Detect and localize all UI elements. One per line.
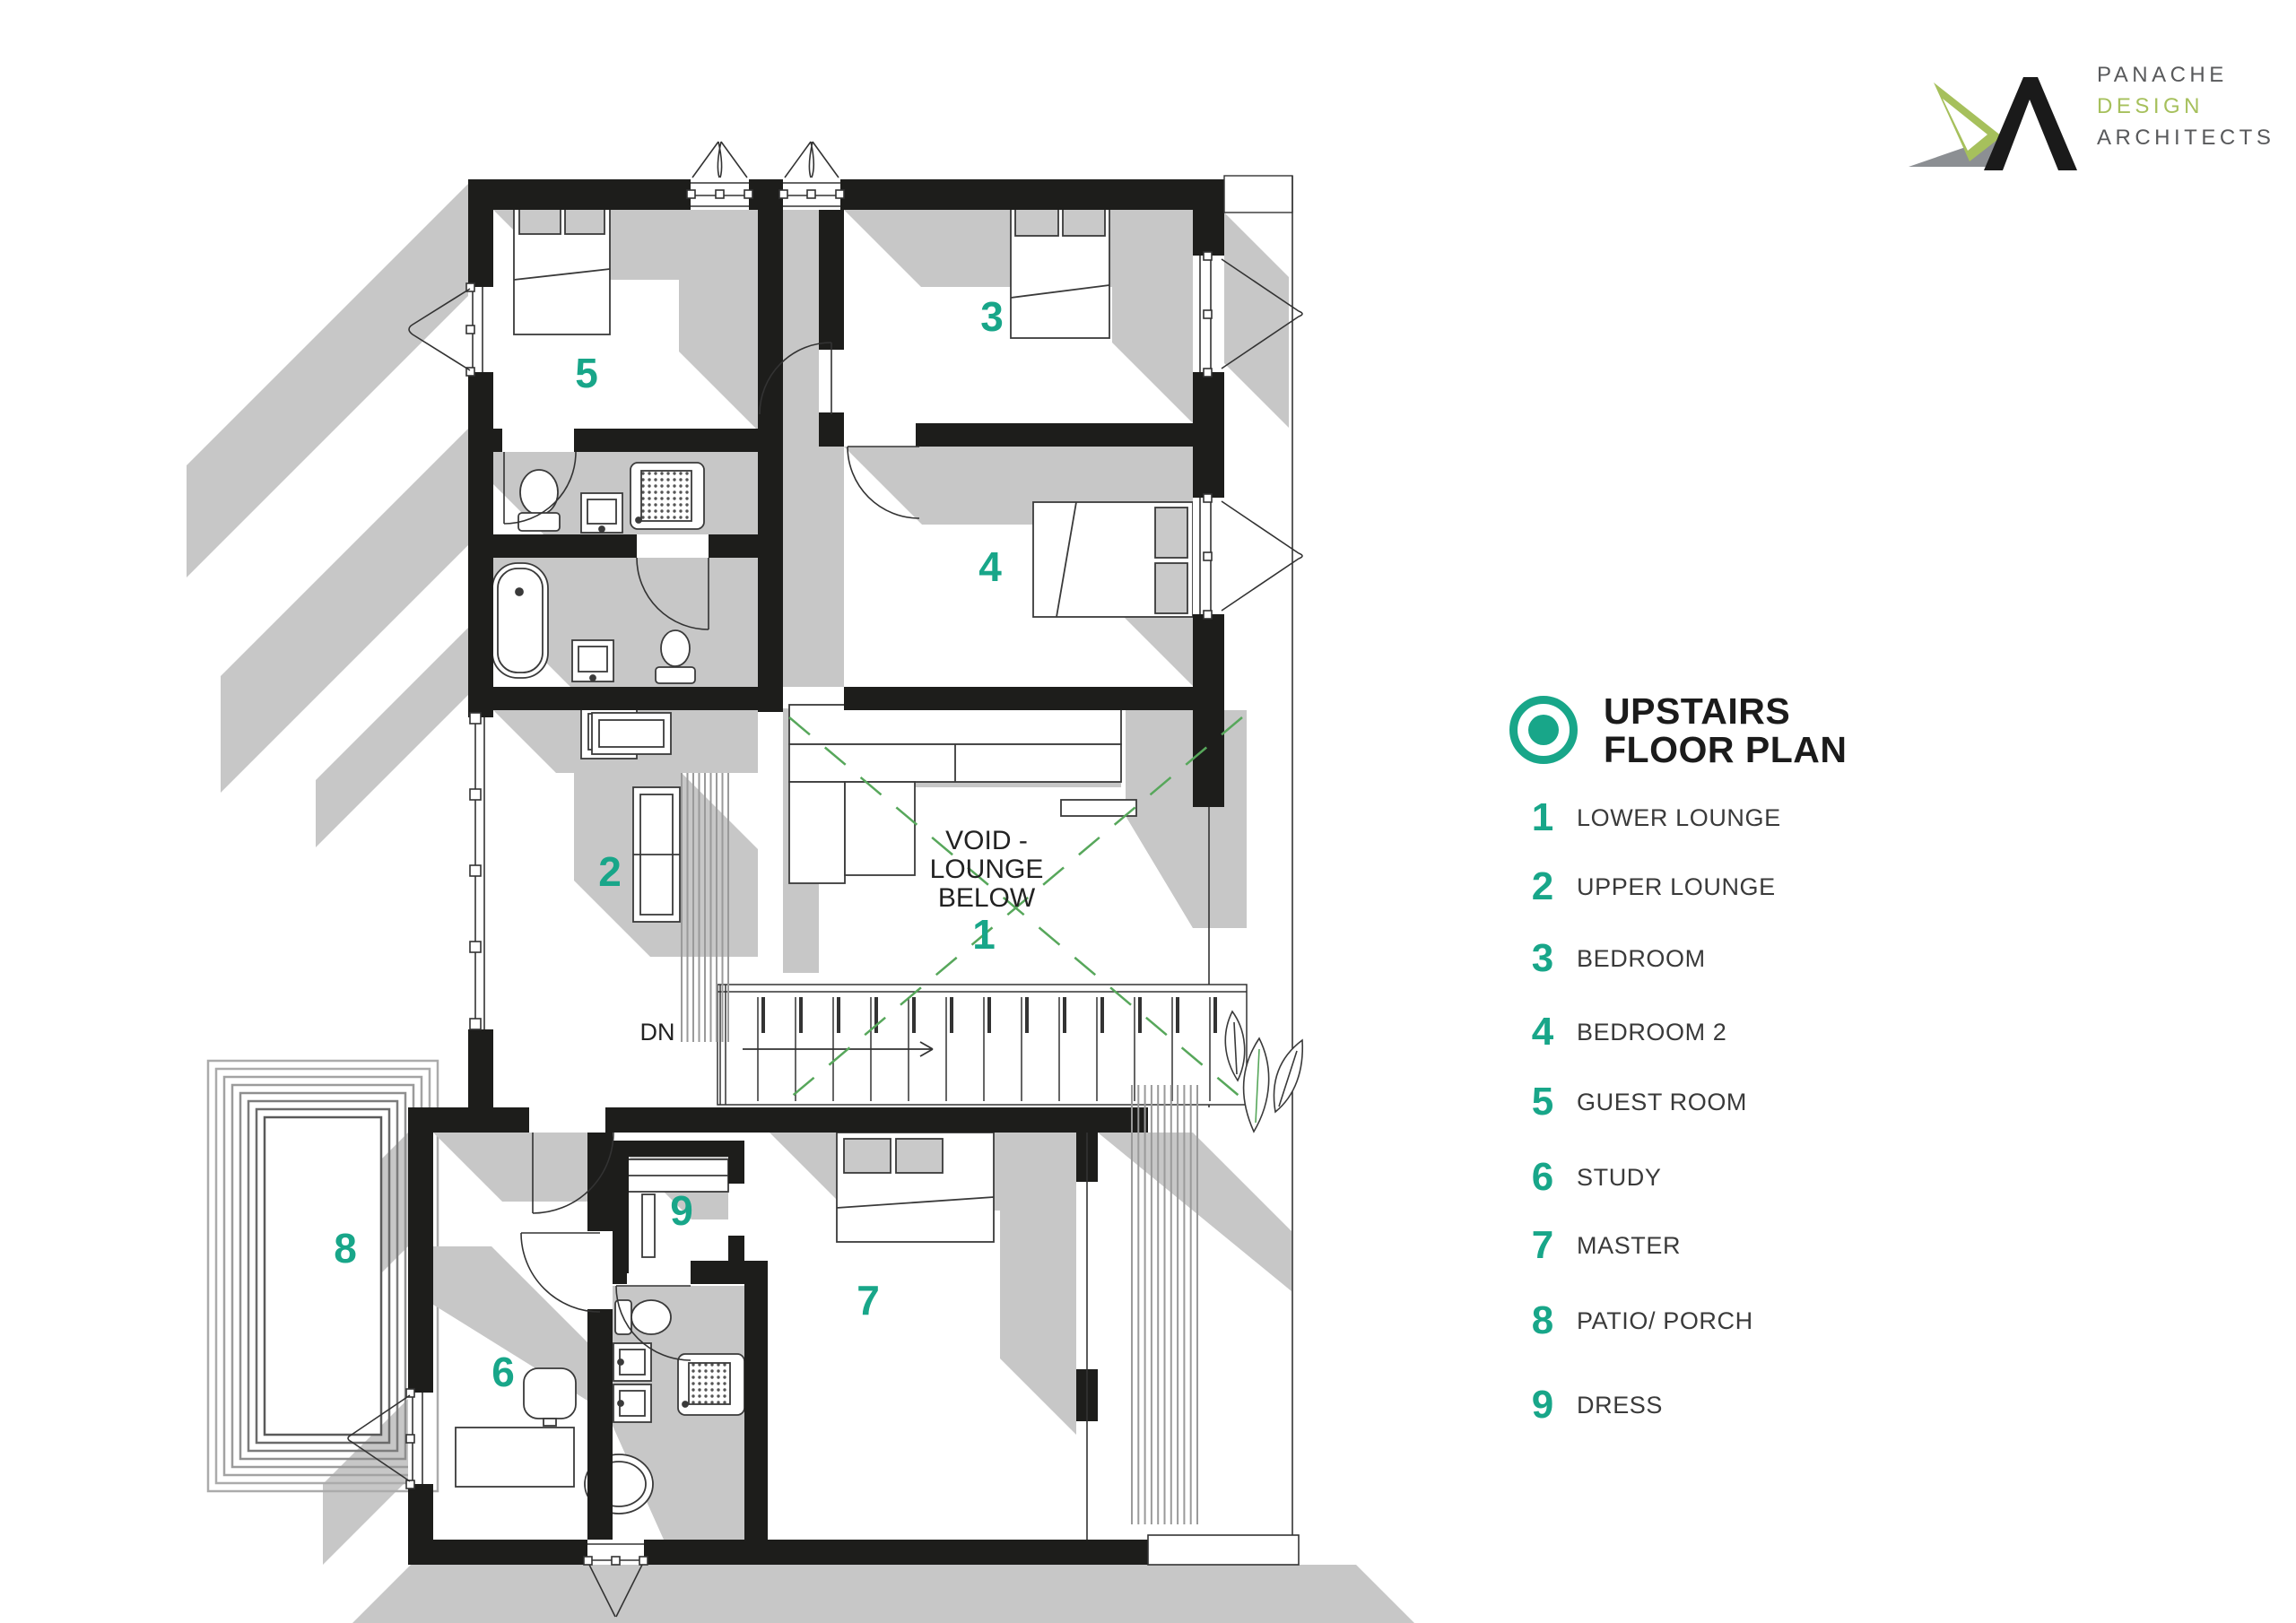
shower-icon bbox=[630, 462, 705, 530]
louvre-screens bbox=[681, 773, 1198, 1524]
window-icon bbox=[1193, 251, 1303, 378]
window-icon bbox=[469, 712, 487, 1030]
plant-icon bbox=[1224, 1010, 1304, 1133]
room-number-7: 7 bbox=[857, 1277, 880, 1324]
door-icon bbox=[759, 342, 832, 415]
void-label-line1: VOID - bbox=[945, 826, 1028, 855]
sink-icon bbox=[580, 492, 623, 534]
shower-icon bbox=[677, 1353, 745, 1416]
door-icon bbox=[532, 1132, 614, 1214]
window-icon bbox=[686, 141, 753, 210]
door-icon bbox=[615, 1285, 691, 1361]
room-number-1: 1 bbox=[972, 911, 996, 958]
window-icon bbox=[408, 282, 493, 377]
window-icon bbox=[347, 1388, 433, 1489]
sofa-upper-lounge bbox=[632, 786, 681, 923]
room-number-3: 3 bbox=[980, 293, 1004, 340]
sink-icon bbox=[613, 1342, 652, 1382]
room-number-4: 4 bbox=[978, 543, 1002, 590]
toilet-icon bbox=[655, 629, 696, 684]
void-label-line3: BELOW bbox=[938, 883, 1036, 913]
furniture bbox=[455, 192, 1194, 1488]
door-icon bbox=[520, 1232, 601, 1313]
void-label-line2: LOUNGE bbox=[930, 855, 1044, 884]
bathtub-icon bbox=[491, 562, 549, 679]
logo-name-line3: ARCHITECTS bbox=[2097, 126, 2275, 150]
void-dashed-cross bbox=[788, 716, 1243, 1099]
stairs-dn-label: DN bbox=[640, 1019, 675, 1046]
exterior-shadows bbox=[187, 184, 1414, 1623]
bed-guest-room bbox=[513, 192, 611, 335]
screen-balcony bbox=[1131, 1085, 1198, 1524]
bed-master bbox=[836, 1132, 995, 1243]
sink-icon bbox=[571, 639, 614, 682]
screen-stairs bbox=[681, 773, 729, 1042]
door-icon bbox=[503, 451, 577, 525]
door-icon bbox=[636, 557, 709, 630]
room-number-6: 6 bbox=[491, 1349, 515, 1395]
desk-study bbox=[455, 1367, 577, 1488]
logo-text: PANACHE DESIGN ARCHITECTS bbox=[2097, 59, 2274, 153]
void-markings bbox=[788, 716, 1304, 1133]
bed-bedroom bbox=[1010, 192, 1110, 339]
room-number-2: 2 bbox=[598, 848, 622, 895]
company-logo: PANACHE DESIGN ARCHITECTS bbox=[1900, 38, 2276, 181]
sink-icon bbox=[613, 1384, 652, 1423]
room-number-9: 9 bbox=[670, 1187, 693, 1234]
logo-name-line1: PANACHE bbox=[2097, 63, 2228, 87]
toilet-icon bbox=[517, 469, 561, 532]
closet bbox=[591, 712, 672, 755]
window-icon bbox=[1193, 493, 1303, 620]
window-icon bbox=[778, 141, 845, 210]
plan-labels: 1 2 3 4 5 6 7 8 9 VOID - LOUNGE BELOW DN bbox=[334, 293, 1043, 1395]
stair-balusters bbox=[761, 997, 1217, 1033]
stair-direction-arrow bbox=[743, 1041, 934, 1057]
wardrobe-dress bbox=[627, 1159, 729, 1258]
stairs bbox=[717, 984, 1248, 1106]
bed-bedroom2 bbox=[1032, 501, 1194, 618]
logo-name-line2: DESIGN bbox=[2097, 94, 2205, 118]
door-icon bbox=[847, 446, 920, 519]
room-number-8: 8 bbox=[334, 1225, 357, 1271]
logo-mark-icon bbox=[1909, 77, 2077, 170]
openings bbox=[347, 141, 1303, 1618]
walls bbox=[408, 179, 1224, 1565]
door-icon bbox=[583, 1540, 648, 1618]
room-number-5: 5 bbox=[575, 350, 598, 396]
